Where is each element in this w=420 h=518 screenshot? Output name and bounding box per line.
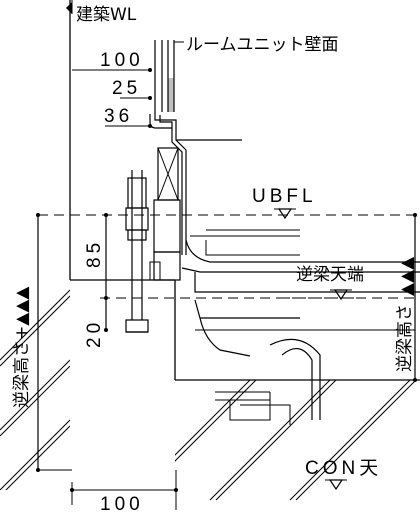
- room-unit-wall-label: ルームユニット壁面: [186, 35, 339, 55]
- concrete-hatching-left: [0, 289, 70, 490]
- beam-height-label: 逆梁高さ: [395, 304, 415, 372]
- beam-height-plus-label: 逆梁高さ+▲▲▲: [12, 286, 32, 408]
- dim-100-bottom: 100: [100, 494, 144, 515]
- con-top-label: CON天: [305, 458, 382, 479]
- dimension-lines: [36, 68, 417, 510]
- ubfl-label: UBFL: [252, 186, 317, 207]
- bathtub-body: [181, 229, 420, 425]
- dim-20: 20: [84, 319, 105, 348]
- dim-85: 85: [84, 239, 105, 268]
- support-blocks: [149, 147, 181, 281]
- wall-outline: [69, 0, 420, 381]
- level-lines: [38, 214, 415, 331]
- concrete-hatching-right: [175, 380, 417, 501]
- anchor-bolt: [125, 170, 149, 333]
- dim-36: 36: [104, 106, 133, 127]
- building-wl-label: 建築WL: [76, 5, 137, 25]
- beam-top-label: 逆梁天端: [296, 265, 364, 285]
- room-unit-wall-panel: [149, 40, 242, 255]
- dim-25: 25: [112, 78, 141, 99]
- dim-100-top: 100: [100, 50, 144, 71]
- level-markers: [66, 2, 352, 491]
- triangles-right-top: ▲▲▲: [397, 256, 417, 296]
